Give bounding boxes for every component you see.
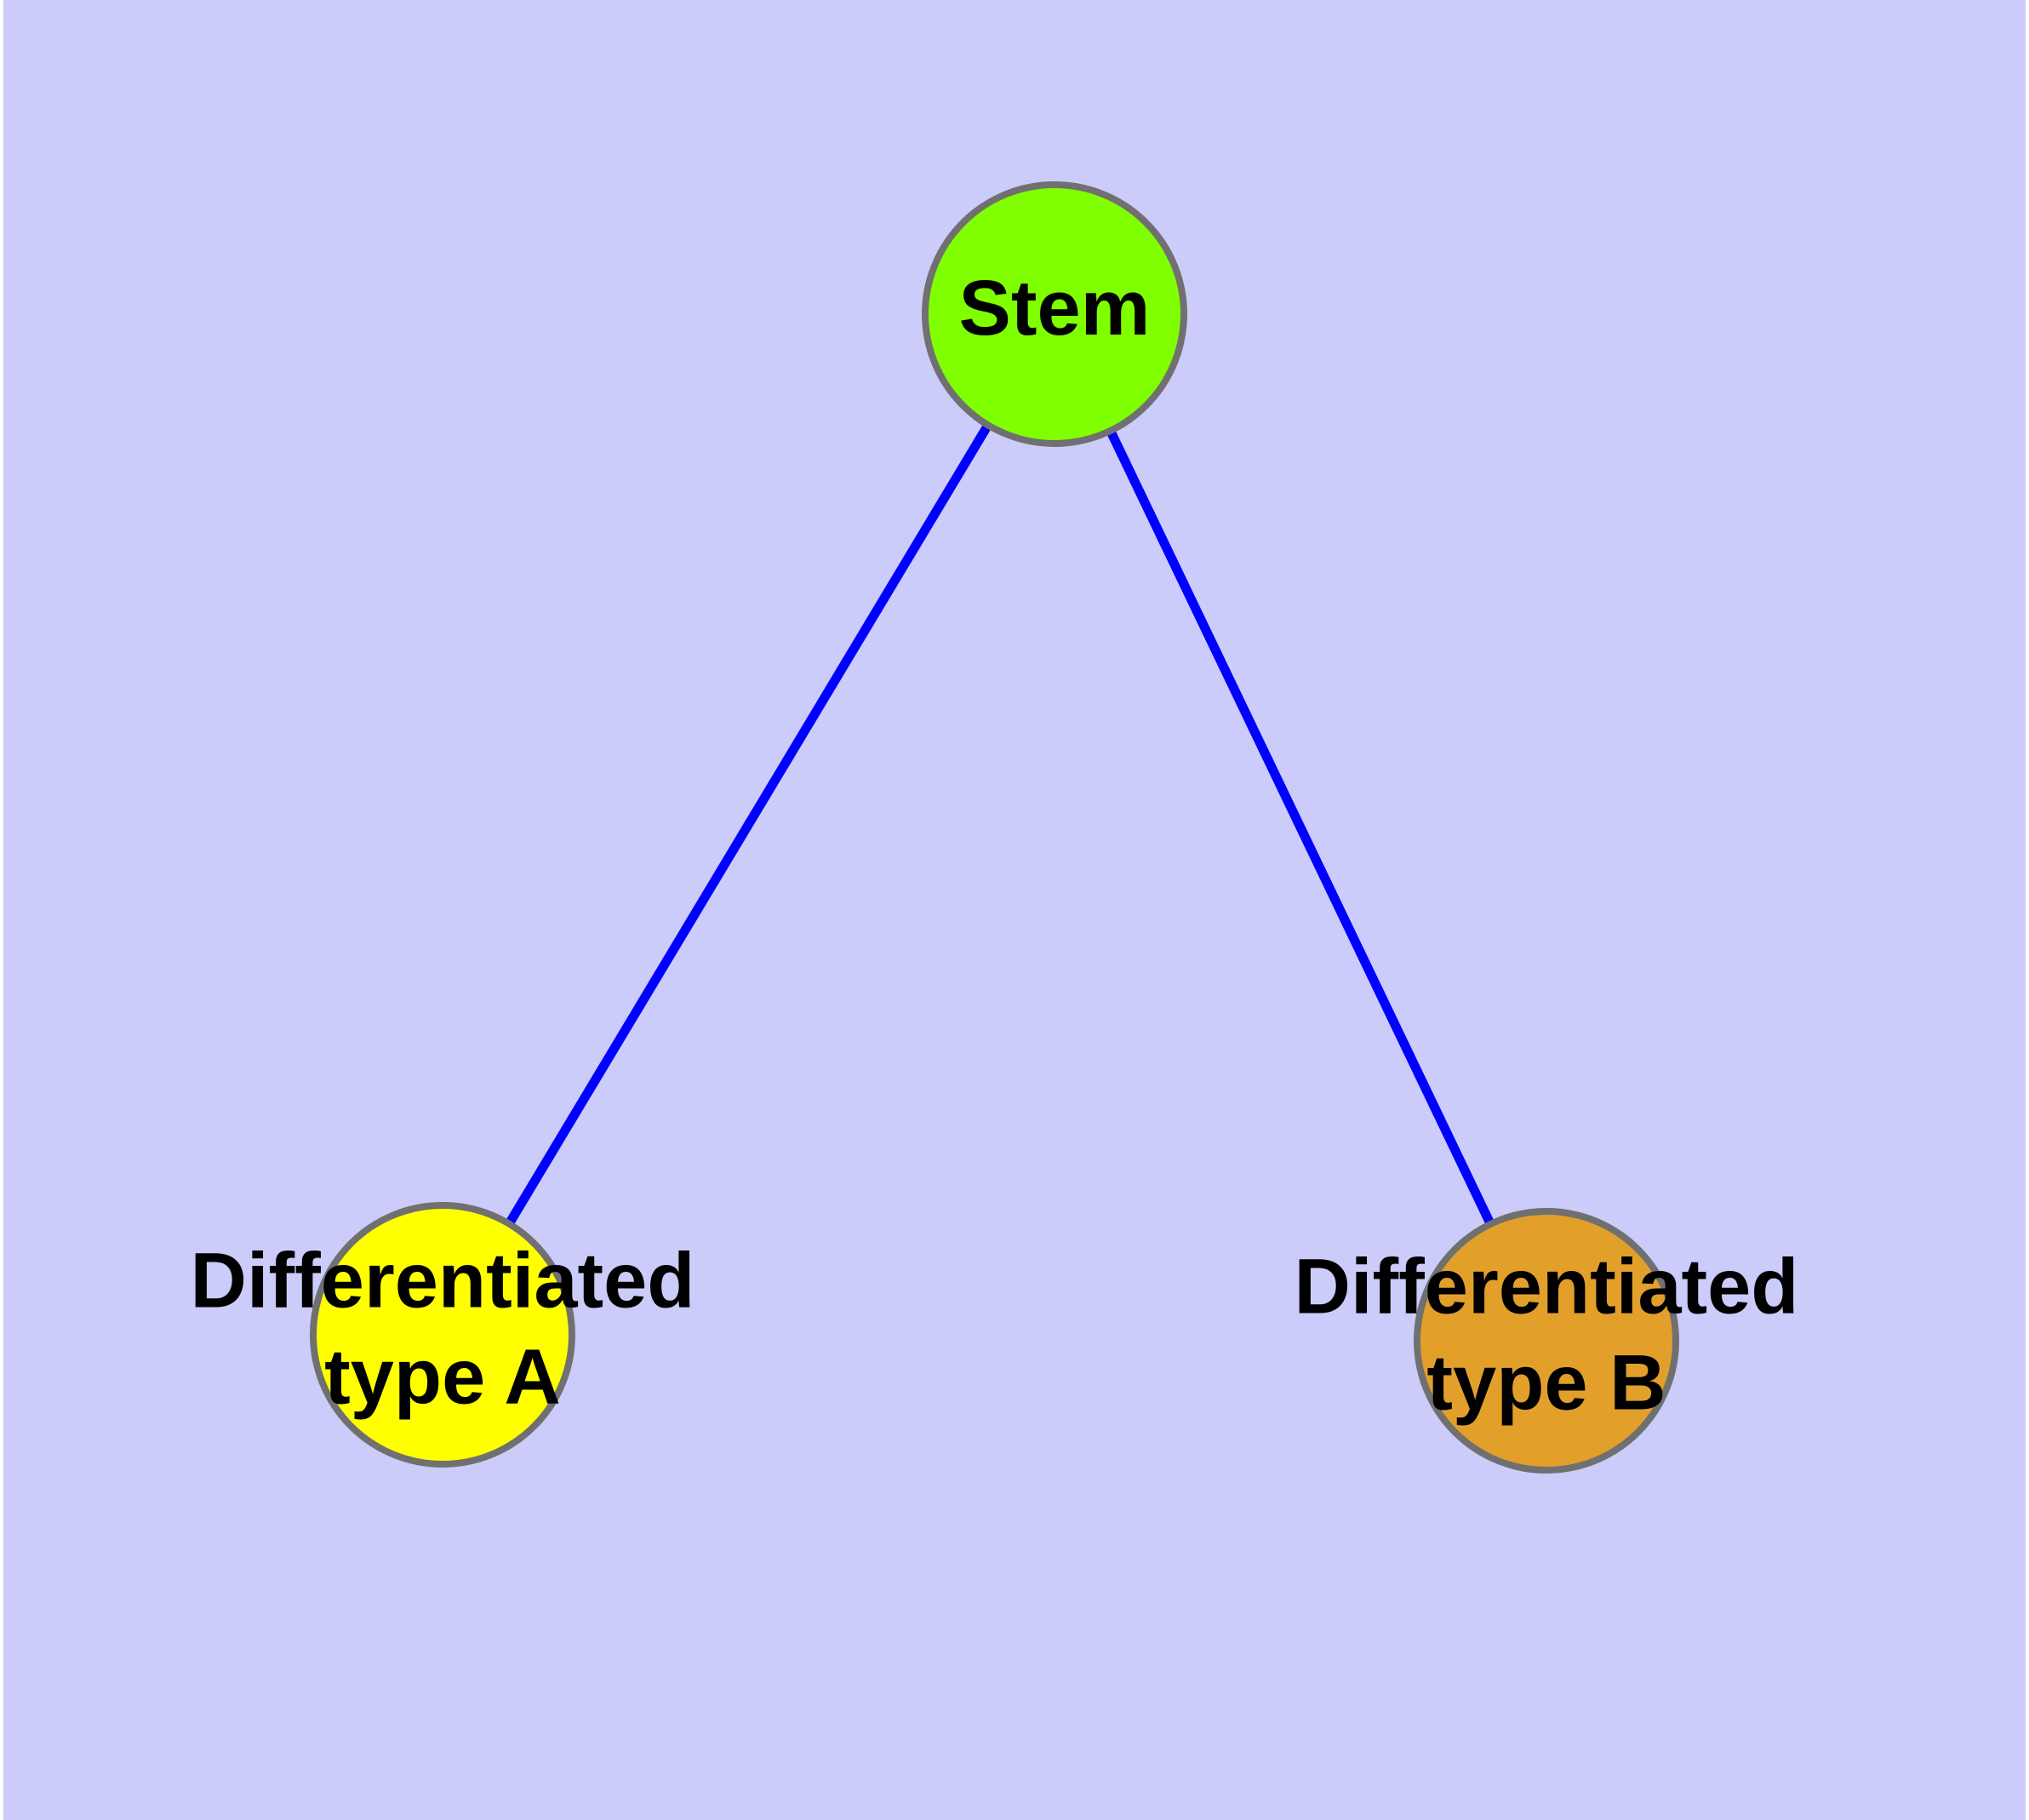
- node-label-line: type B: [1426, 1340, 1666, 1427]
- graph-node-diff-a[interactable]: [310, 1202, 575, 1468]
- edges-layer: [438, 312, 1551, 1343]
- node-label-line: Stem: [959, 265, 1151, 352]
- node-label-line: type A: [324, 1334, 561, 1421]
- node-label-stem: Stem: [959, 265, 1151, 352]
- nodes-layer: [310, 181, 1679, 1474]
- graph-node-diff-b[interactable]: [1414, 1208, 1679, 1474]
- graph-node-stem[interactable]: [922, 181, 1187, 447]
- node-label-diff-b: Differentiated type B: [1295, 1244, 1799, 1427]
- node-label-diff-a: Differentiated type A: [191, 1238, 695, 1421]
- graph-edge-stem-to-diff-a[interactable]: [438, 312, 1059, 1337]
- graph-edge-stem-to-diff-b[interactable]: [1050, 312, 1551, 1343]
- node-label-line: Differentiated: [191, 1238, 695, 1325]
- node-label-line: Differentiated: [1295, 1244, 1799, 1331]
